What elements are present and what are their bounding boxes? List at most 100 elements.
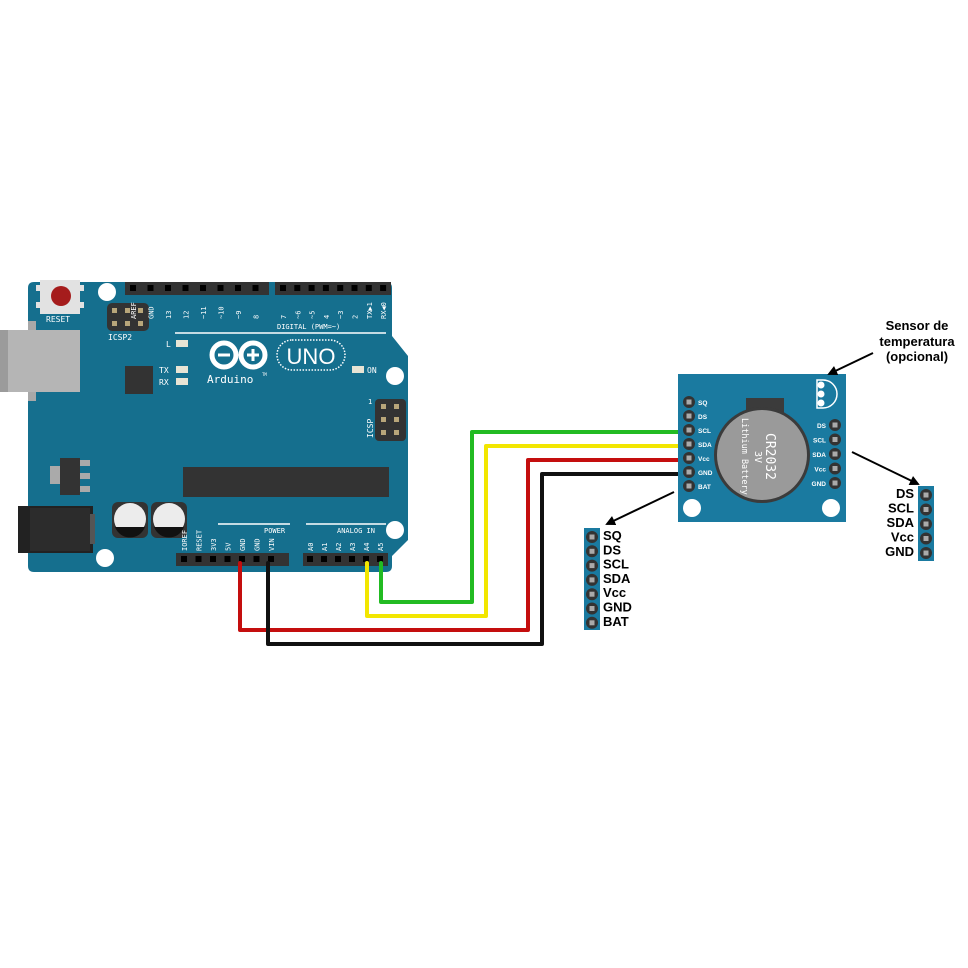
- pin-pad: [832, 480, 838, 486]
- led-on: [352, 366, 364, 373]
- icsp-label: ICSP: [366, 419, 375, 438]
- power-pin-label: GND: [239, 538, 247, 551]
- pin-pad: [832, 422, 838, 428]
- callout-left-pin-label: GND: [603, 600, 632, 615]
- digital-pin-label: ~3: [337, 311, 345, 319]
- wire-scl-green[interactable]: [379, 430, 692, 604]
- digital-pin-label: ~5: [309, 311, 317, 319]
- mount-hole: [96, 549, 114, 567]
- digital-pin[interactable]: [200, 285, 206, 291]
- digital-pin[interactable]: [294, 285, 301, 291]
- mount-hole: [386, 367, 404, 385]
- pin-pad: [923, 536, 929, 541]
- power-pin[interactable]: [224, 556, 231, 562]
- digital-pin-label: GND: [148, 306, 156, 319]
- sensor-callout-line3: (opcional): [886, 349, 948, 364]
- board-pcb: [28, 282, 408, 572]
- digital-pin[interactable]: [351, 285, 358, 291]
- pin-pad: [589, 534, 595, 540]
- arrow-icon: [851, 451, 920, 486]
- digital-pin-label: 13: [165, 311, 173, 319]
- wire-gnd-black[interactable]: [266, 472, 692, 646]
- digital-pin-label: TX▶1: [366, 302, 374, 319]
- digital-pin-label: 4: [323, 315, 331, 319]
- power-pin[interactable]: [268, 556, 274, 562]
- analog-pin[interactable]: [321, 556, 327, 562]
- power-pin[interactable]: [181, 556, 187, 562]
- capacitor: [112, 502, 148, 538]
- digital-pin[interactable]: [380, 285, 387, 291]
- digital-pin-label: 12: [183, 311, 191, 319]
- analog-pin-label: A3: [349, 543, 357, 551]
- sensor-callout-line1: Sensor de: [886, 318, 949, 333]
- power-pin[interactable]: [195, 556, 202, 562]
- digital-pin-label: 2: [352, 315, 360, 319]
- digital-pin[interactable]: [130, 285, 136, 291]
- temperature-sensor-footprint: [816, 379, 838, 409]
- callout-left-pin-label: Vcc: [603, 585, 626, 600]
- rtc-right-pin-label: DS: [817, 423, 827, 430]
- rtc-right-pin-label: Vcc: [814, 467, 826, 474]
- wire-sda-yellow[interactable]: [365, 444, 692, 618]
- power-pin-label: VIN: [268, 538, 276, 551]
- trademark-label: TM: [262, 372, 267, 377]
- digital-pin-label: 7: [280, 315, 288, 319]
- pin-pad: [589, 606, 595, 611]
- battery-type-label: Lithium Battery: [739, 418, 749, 495]
- digital-pin-label: ~10: [218, 306, 226, 319]
- digital-pin[interactable]: [322, 285, 329, 291]
- power-pin[interactable]: [253, 556, 260, 562]
- analog-pin[interactable]: [335, 556, 341, 562]
- digital-pin[interactable]: [217, 285, 224, 291]
- digital-pin[interactable]: [182, 285, 189, 291]
- digital-pin-label: RX◀0: [380, 302, 388, 319]
- analog-pin[interactable]: [349, 556, 355, 562]
- callout-left-pin-label: DS: [603, 542, 621, 557]
- digital-pin[interactable]: [280, 285, 286, 291]
- digital-pin[interactable]: [252, 285, 259, 291]
- digital-pin[interactable]: [337, 285, 344, 291]
- rtc-left-pin-label: GND: [698, 470, 713, 477]
- analog-pin-label: A4: [363, 543, 371, 551]
- pin-pad: [686, 413, 692, 419]
- digital-pin[interactable]: [165, 285, 171, 291]
- dc-power-jack: [18, 506, 95, 553]
- led-rx-label: RX: [159, 378, 169, 387]
- analog-pin[interactable]: [307, 556, 313, 562]
- digital-pin[interactable]: [147, 285, 154, 291]
- pin-pad: [923, 550, 929, 556]
- rtc-right-pin-label: SCL: [813, 438, 826, 445]
- battery-voltage-label: 3V: [752, 451, 763, 463]
- power-pin[interactable]: [239, 556, 245, 562]
- digital-pin[interactable]: [365, 285, 372, 291]
- pin-pad: [686, 455, 692, 461]
- power-label: POWER: [264, 527, 286, 535]
- pin-pad: [923, 521, 929, 527]
- analog-pin[interactable]: [363, 556, 369, 562]
- icsp2-header: [107, 303, 149, 331]
- digital-header-right: [275, 282, 391, 295]
- mount-hole: [822, 499, 840, 517]
- rtc-right-pin-label: GND: [812, 481, 827, 488]
- wire-5v-red[interactable]: [238, 458, 692, 632]
- battery-model-label: CR2032: [762, 433, 777, 480]
- digital-pin-label: ~9: [235, 311, 243, 319]
- analog-pin-label: A5: [377, 543, 385, 551]
- digital-pin[interactable]: [308, 285, 315, 291]
- digital-pin[interactable]: [235, 285, 241, 291]
- power-pin[interactable]: [210, 556, 216, 562]
- led-tx: [176, 366, 188, 373]
- digital-pin-label: 8: [253, 315, 261, 319]
- power-pin-label: 3V3: [210, 538, 218, 551]
- led-tx-label: TX: [159, 366, 169, 375]
- analog-pin[interactable]: [377, 556, 383, 562]
- rtc-left-pin-label: SDA: [698, 442, 712, 449]
- callout-right-pin-label: Vcc: [891, 530, 914, 545]
- pin-pad: [832, 451, 838, 457]
- reset-button[interactable]: [36, 280, 84, 314]
- power-pin-label: GND: [254, 538, 262, 551]
- rtc-left-pin-label: DS: [698, 414, 708, 421]
